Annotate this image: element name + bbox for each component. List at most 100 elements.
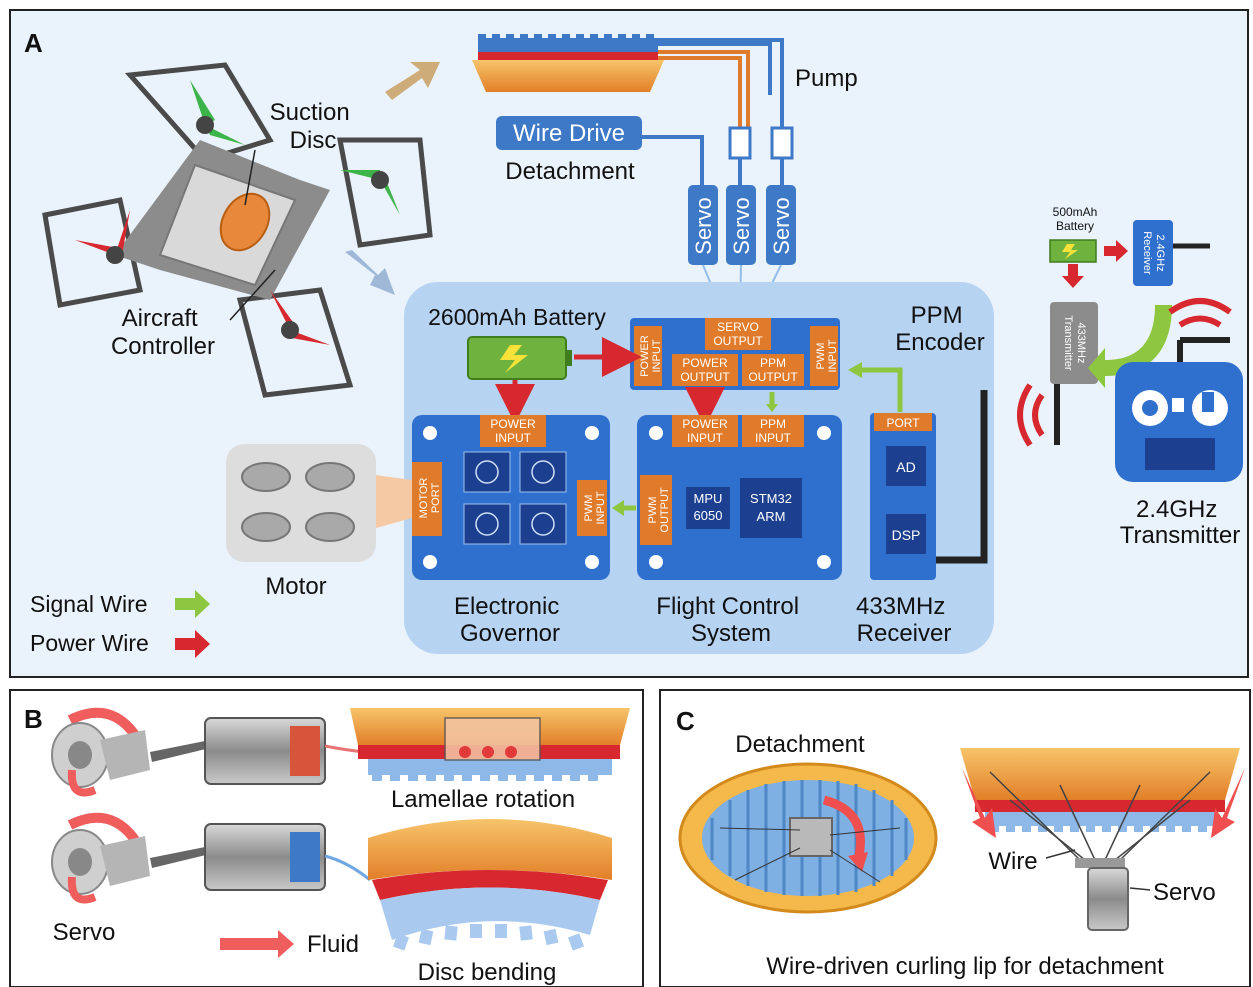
- flight-control-line2: System: [691, 620, 771, 647]
- receiver-antenna: [936, 390, 988, 564]
- signal-arrow-curved: [1088, 305, 1172, 388]
- panel-a: A: [9, 9, 1249, 678]
- stm32-chip: [740, 478, 802, 538]
- governor-power-input-port: [480, 415, 546, 447]
- servo-wheel-bottom: [51, 812, 150, 904]
- motor-port-label: MOTORPORT: [418, 478, 442, 519]
- suction-disc-line1: Suction: [270, 99, 350, 126]
- motor-connector: [376, 475, 412, 528]
- legend-signal-arrow: [175, 590, 210, 618]
- propeller-red: [270, 290, 330, 345]
- disc-top-view: [678, 762, 938, 914]
- fluid-line-blue: [324, 854, 371, 882]
- receiver-port: [874, 413, 932, 431]
- servo-wheel-top: [51, 707, 150, 797]
- propeller-green: [340, 170, 400, 215]
- servo-label-b: Servo: [53, 919, 116, 946]
- panel-c: C Detachment: [659, 689, 1251, 987]
- fc-ppm-input-port: [742, 415, 804, 447]
- transmitter-433-box: [1050, 302, 1098, 384]
- ppm-encoder-label: PPM Encoder: [895, 302, 984, 356]
- electronic-governor-label: Electronic Governor: [454, 593, 566, 647]
- motor-housing: [226, 444, 376, 562]
- receiver-433-label: 433MHz Receiver: [856, 593, 952, 647]
- receiver-port-label: PORT: [886, 416, 920, 430]
- detachment-label: Detachment: [505, 158, 635, 185]
- fc-power-input-port: [672, 415, 738, 447]
- governor-pwm-input-label: PWMINPUT: [583, 491, 607, 524]
- encoder-pwm-input-label: PWMINPUT: [815, 339, 839, 372]
- motor-label: Motor: [265, 573, 326, 600]
- leader-line: [229, 269, 276, 321]
- transmitter-24-label: 2.4GHz Transmitter: [1120, 496, 1240, 549]
- propeller-guard: [336, 137, 433, 248]
- panel-c-label: C: [676, 706, 695, 736]
- bent-disc: [368, 819, 612, 951]
- ppm-encoder-line2: Encoder: [895, 329, 984, 356]
- legend-power-label: Power Wire: [30, 630, 149, 656]
- lamellae-rotation-label: Lamellae rotation: [391, 786, 575, 813]
- pump-top-plate: [478, 38, 658, 52]
- power-arrow-down: [1062, 264, 1084, 288]
- propeller-green: [190, 80, 245, 145]
- wire-drive-box: [496, 116, 642, 150]
- encoder-power-input-label: POWERINPUT: [639, 335, 663, 377]
- suction-disc-line2: Disc: [290, 127, 337, 154]
- detachment-label-c: Detachment: [735, 731, 865, 758]
- lightning-icon-small: [1062, 244, 1078, 259]
- aircraft-controller-line1: Aircraft: [122, 305, 198, 332]
- mpu-chip: [686, 487, 730, 529]
- receiver-433-board: [870, 413, 936, 580]
- ppm-output-port: [742, 354, 804, 386]
- propeller-red: [75, 210, 130, 264]
- signal-wires: [612, 362, 903, 516]
- electronic-governor-line2: Governor: [460, 620, 560, 647]
- electronic-governor-line1: Electronic: [454, 593, 559, 620]
- pointer-arrow-orange: [385, 62, 440, 100]
- transmitter-433-label: 433MHzTransmitter: [1062, 315, 1087, 371]
- servo-box: [766, 185, 796, 265]
- governor-pwm-input-port: [577, 480, 607, 536]
- propeller-guard: [124, 62, 274, 163]
- disc-side-view: [960, 748, 1245, 931]
- servo-box: [688, 185, 718, 265]
- suction-disc-icon: [219, 192, 271, 252]
- ppm-encoder-line1: PPM: [911, 302, 963, 329]
- aircraft-controller-line2: Controller: [111, 333, 215, 360]
- syringe-fluid-red: [290, 726, 320, 776]
- radio-waves-right: [1168, 298, 1232, 328]
- radio-waves-left: [1017, 383, 1045, 447]
- receiver-24-label: 2.4GHzReceiver: [1141, 231, 1166, 275]
- servo-group: Servo Servo Servo: [688, 185, 796, 319]
- pointer-arrow-blue: [345, 250, 395, 295]
- motor-rotors: [241, 462, 355, 542]
- mosfet-grid: [463, 451, 567, 545]
- pump-illustration: [472, 34, 664, 92]
- servo-label-c: Servo: [1153, 879, 1216, 906]
- servo-output-port: [705, 318, 771, 350]
- linkage-arm: [150, 846, 210, 868]
- servo-box: [726, 185, 756, 265]
- receiver-24-box: [1133, 220, 1173, 286]
- wire-hub: [1075, 858, 1125, 868]
- lightning-icon: [500, 345, 528, 373]
- wire-drive-label: Wire Drive: [513, 120, 625, 147]
- legend-signal-label: Signal Wire: [30, 591, 148, 617]
- power-wires: [495, 337, 725, 427]
- lamellae-disc: [350, 708, 630, 781]
- propeller-guard: [236, 287, 354, 398]
- syringe-fluid-blue: [290, 832, 320, 882]
- aircraft-controller-label: Aircraft Controller: [111, 305, 215, 360]
- flight-control-line1: Flight Control: [656, 593, 799, 620]
- linkage-arm: [150, 740, 210, 762]
- motor-port: [412, 462, 442, 536]
- wire-label: Wire: [988, 848, 1037, 875]
- receiver-433-line2: Receiver: [857, 620, 952, 647]
